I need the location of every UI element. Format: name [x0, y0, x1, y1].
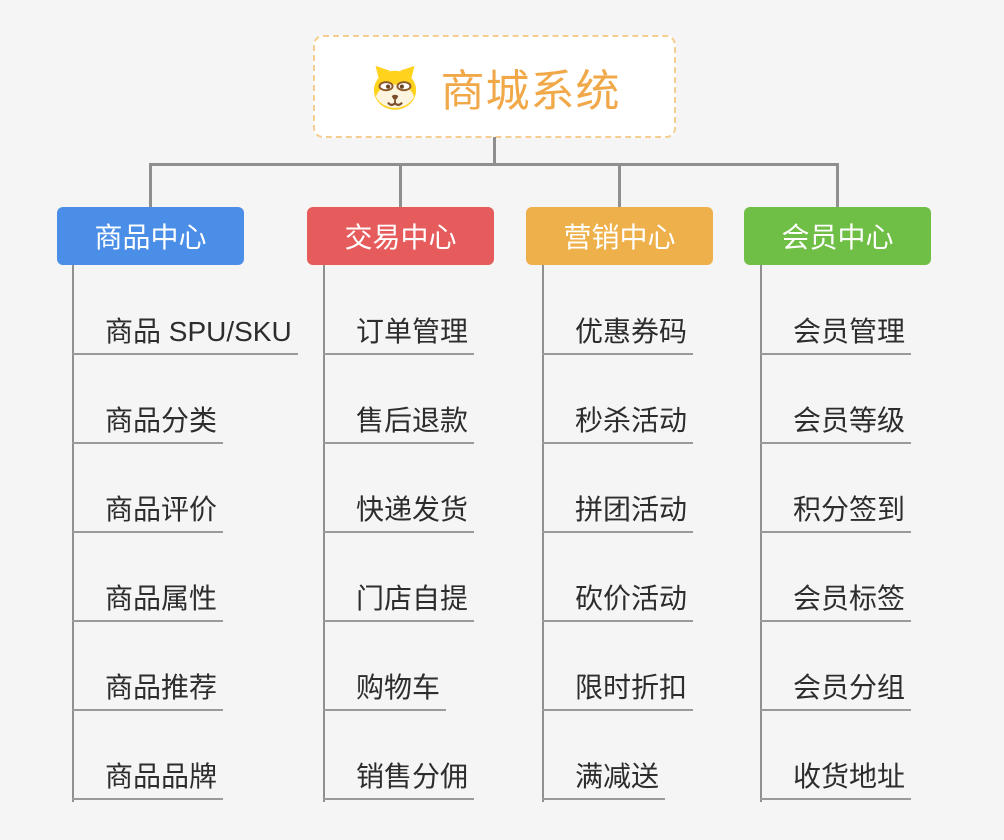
branch-children-member: 会员管理 会员等级 积分签到 会员标签 会员分组 收货地址	[760, 266, 912, 800]
leaf-row: 售后退款	[323, 355, 475, 444]
connector-root-stub	[493, 137, 496, 166]
branch-children-marketing: 优惠券码 秒杀活动 拼团活动 砍价活动 限时折扣 满减送	[542, 266, 694, 800]
leaf-row: 积分签到	[760, 444, 912, 533]
leaf-topic[interactable]: 商品品牌	[72, 763, 224, 800]
leaf-topic[interactable]: 会员标签	[760, 585, 912, 622]
branch-topic-label: 营销中心	[563, 222, 676, 253]
leaf-topic[interactable]: 商品分类	[72, 407, 224, 444]
leaf-topic[interactable]: 商品推荐	[72, 674, 224, 711]
leaf-row: 优惠券码	[542, 266, 694, 355]
leaf-topic[interactable]: 会员分组	[760, 674, 912, 711]
leaf-row: 会员标签	[760, 533, 912, 622]
leaf-topic[interactable]: 售后退款	[323, 407, 475, 444]
connector-drop-3	[618, 163, 621, 209]
leaf-row: 砍价活动	[542, 533, 694, 622]
leaf-row: 商品属性	[72, 533, 298, 622]
leaf-row: 商品分类	[72, 355, 298, 444]
leaf-topic[interactable]: 订单管理	[323, 318, 475, 355]
branch-topic-trade-center[interactable]: 交易中心	[307, 207, 494, 265]
leaf-row: 收货地址	[760, 711, 912, 800]
leaf-row: 会员等级	[760, 355, 912, 444]
leaf-topic[interactable]: 积分签到	[760, 496, 912, 533]
leaf-topic[interactable]: 购物车	[323, 674, 447, 711]
leaf-topic[interactable]: 限时折扣	[542, 674, 694, 711]
leaf-row: 订单管理	[323, 266, 475, 355]
leaf-row: 购物车	[323, 622, 474, 711]
leaf-row: 门店自提	[323, 533, 475, 622]
leaf-topic[interactable]: 会员等级	[760, 407, 912, 444]
dog-face-icon	[369, 61, 421, 113]
leaf-row: 快递发货	[323, 444, 475, 533]
branch-children-product: 商品 SPU/SKU 商品分类 商品评价 商品属性 商品推荐 商品品牌	[72, 266, 298, 800]
connector-drop-1	[149, 163, 152, 209]
leaf-row: 商品评价	[72, 444, 298, 533]
leaf-topic[interactable]: 满减送	[542, 763, 666, 800]
leaf-row: 商品品牌	[72, 711, 298, 800]
root-topic-title: 商城系统	[440, 66, 621, 116]
branch-children-trade: 订单管理 售后退款 快递发货 门店自提 购物车 销售分佣	[323, 266, 475, 800]
branch-spine-line	[72, 265, 74, 802]
leaf-row: 拼团活动	[542, 444, 694, 533]
leaf-topic[interactable]: 门店自提	[323, 585, 475, 622]
leaf-topic[interactable]: 商品属性	[72, 585, 224, 622]
leaf-row: 秒杀活动	[542, 355, 694, 444]
leaf-topic[interactable]: 快递发货	[323, 496, 475, 533]
leaf-row: 销售分佣	[323, 711, 475, 800]
connector-bus	[149, 163, 839, 166]
branch-topic-marketing-center[interactable]: 营销中心	[526, 207, 713, 265]
branch-topic-label: 会员中心	[781, 222, 894, 253]
leaf-topic[interactable]: 收货地址	[760, 763, 912, 800]
leaf-topic[interactable]: 商品评价	[72, 496, 224, 533]
branch-spine-line	[542, 265, 544, 802]
branch-topic-product-center[interactable]: 商品中心	[57, 207, 244, 265]
leaf-topic[interactable]: 销售分佣	[323, 763, 475, 800]
connector-drop-2	[399, 163, 402, 209]
leaf-topic[interactable]: 拼团活动	[542, 496, 694, 533]
leaf-row: 商品 SPU/SKU	[72, 266, 298, 355]
branch-topic-member-center[interactable]: 会员中心	[744, 207, 931, 265]
leaf-row: 会员分组	[760, 622, 912, 711]
leaf-row: 会员管理	[760, 266, 912, 355]
leaf-row: 满减送	[542, 711, 693, 800]
branch-topic-label: 交易中心	[344, 222, 457, 253]
leaf-topic[interactable]: 砍价活动	[542, 585, 694, 622]
leaf-row: 商品推荐	[72, 622, 298, 711]
connector-drop-4	[836, 163, 839, 209]
branch-spine-line	[760, 265, 762, 802]
root-topic[interactable]: 商城系统	[313, 35, 676, 138]
leaf-topic[interactable]: 商品 SPU/SKU	[72, 318, 298, 355]
branch-topic-label: 商品中心	[94, 222, 207, 253]
leaf-row: 限时折扣	[542, 622, 694, 711]
branch-spine-line	[323, 265, 325, 802]
leaf-topic[interactable]: 秒杀活动	[542, 407, 694, 444]
leaf-topic[interactable]: 会员管理	[760, 318, 912, 355]
leaf-topic[interactable]: 优惠券码	[542, 318, 694, 355]
